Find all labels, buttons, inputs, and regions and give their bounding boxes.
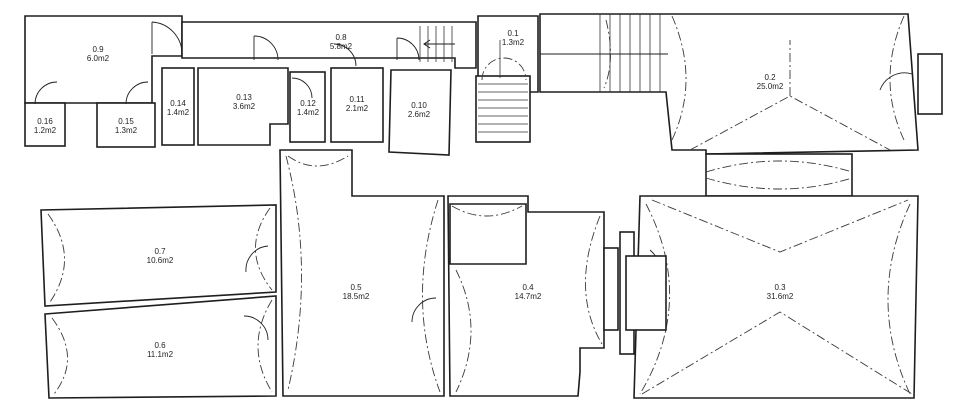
room-0-13 [197,67,289,146]
room-0-6 [44,295,277,399]
room-number-label: 0.14 [170,99,186,108]
room-0-15 [96,81,156,148]
room-area-label: 1.4m2 [297,108,320,117]
room-0-8 [181,21,477,69]
room-number-label: 0.9 [92,45,104,54]
room-area-label: 11.1m2 [147,350,174,359]
room-number-label: 0.7 [154,247,166,256]
room-0-5 [279,149,445,397]
room-area-label: 14.7m2 [515,292,542,301]
passage-0-2-0-3 [705,153,853,197]
room-number-label: 0.4 [522,283,534,292]
room-area-label: 10.6m2 [147,256,174,265]
room-area-label: 1.2m2 [34,126,57,135]
room-number-label: 0.2 [764,73,776,82]
room-number-label: 0.8 [335,33,347,42]
room-area-label: 3.6m2 [233,102,256,111]
room-number-label: 0.6 [154,341,166,350]
room-number-label: 0.1 [507,29,519,38]
room-area-label: 31.6m2 [767,292,794,301]
room-0-12 [289,71,326,143]
room-number-label: 0.12 [300,99,316,108]
room-number-label: 0.5 [350,283,362,292]
room-0-2 [539,13,943,155]
room-area-label: 6.0m2 [87,54,110,63]
room-area-label: 1.3m2 [502,38,525,47]
room-0-3 [619,195,919,399]
room-0-1 [475,15,539,143]
room-0-14 [161,67,195,146]
room-area-label: 25.0m2 [757,82,784,91]
room-area-label: 1.3m2 [115,126,138,135]
room-number-label: 0.3 [774,283,786,292]
room-0-4 [447,195,619,397]
room-area-label: 5.8m2 [330,42,353,51]
room-0-7 [40,204,277,307]
room-0-16 [24,81,66,147]
room-area-label: 2.1m2 [346,104,369,113]
room-number-label: 0.15 [118,117,134,126]
room-number-label: 0.11 [350,95,366,104]
room-0-11 [330,67,384,143]
room-area-label: 1.4m2 [167,108,190,117]
room-number-label: 0.10 [411,101,427,110]
room-0-10 [388,69,452,156]
room-number-label: 0.16 [37,117,53,126]
room-area-label: 2.6m2 [408,110,431,119]
room-number-label: 0.13 [236,93,252,102]
room-area-label: 18.5m2 [343,292,370,301]
